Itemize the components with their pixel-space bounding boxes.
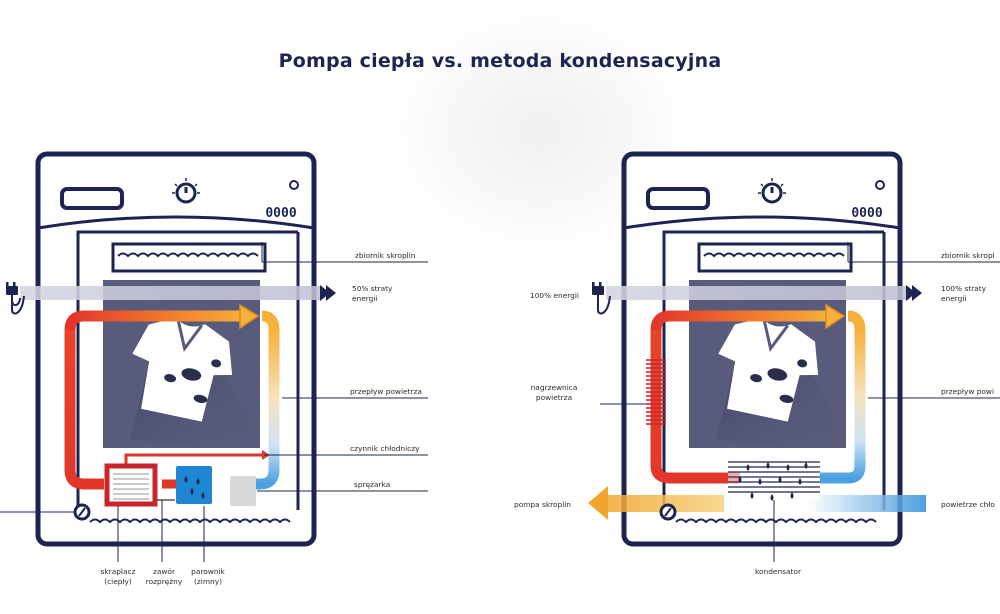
left-display: 0000 xyxy=(265,206,296,221)
right-plug-icon xyxy=(592,282,611,315)
right-cold-air-band xyxy=(808,495,926,512)
right-energy-band xyxy=(606,286,906,300)
left-label-airflow: przepływ powietrza xyxy=(350,387,422,396)
left-evaporator xyxy=(176,466,212,504)
left-label-condenser-2: (ciepły) xyxy=(104,577,132,586)
left-power-led xyxy=(289,180,299,190)
right-display: 0000 xyxy=(851,206,882,221)
left-condenser xyxy=(104,463,158,507)
right-dial-icon[interactable] xyxy=(758,178,786,204)
right-shirt-icon xyxy=(718,317,819,422)
right-pump-arrow xyxy=(606,495,724,512)
left-label-tank: zbiornik skroplin xyxy=(355,251,416,260)
left-label-evaporator-1: parownik xyxy=(191,567,225,576)
left-label-valve-1: zawór xyxy=(153,567,176,576)
right-label-tank: zbiornik skropl xyxy=(941,251,995,260)
left-dial-icon[interactable] xyxy=(172,178,200,204)
right-label-condenser: kondensator xyxy=(755,567,802,576)
left-label-energy-loss-1: 50% straty xyxy=(352,284,393,293)
left-label-refrigerant: czynnik chłodniczy xyxy=(350,444,420,453)
left-condensate-tank xyxy=(111,242,267,273)
left-label-valve-2: rozprężny xyxy=(146,577,183,586)
left-detergent-drawer[interactable] xyxy=(60,187,124,210)
right-label-energy-loss-1: 100% straty xyxy=(941,284,987,293)
right-power-led xyxy=(875,180,885,190)
right-condenser xyxy=(728,458,820,501)
right-label-energy-loss-2: energii xyxy=(941,294,967,303)
left-compressor xyxy=(230,476,256,506)
right-detergent-drawer[interactable] xyxy=(646,187,710,210)
left-label-compressor: sprężarka xyxy=(354,480,390,489)
right-label-pump: pompa skroplin xyxy=(514,500,571,509)
right-label-energy-in: 100% energii xyxy=(530,291,579,300)
right-condensate-tank xyxy=(697,242,853,273)
left-machine: 0000 xyxy=(0,151,428,586)
left-energy-band xyxy=(20,286,320,300)
right-label-cold-air: powietrze chło xyxy=(941,500,995,509)
right-label-heater-1: nagrzewnica xyxy=(531,383,578,392)
left-shirt-icon xyxy=(132,317,233,422)
right-label-airflow: przepływ powi xyxy=(941,387,994,396)
right-machine: 0000 xyxy=(514,151,1000,576)
page-title: Pompa ciepła vs. metoda kondensacyjna xyxy=(278,50,722,72)
left-label-evaporator-2: (zimny) xyxy=(194,577,222,586)
left-plug-icon xyxy=(6,282,25,315)
left-label-energy-loss-2: energii xyxy=(352,294,378,303)
left-label-condenser-1: skraplacz xyxy=(101,567,136,576)
right-heater-coil xyxy=(646,359,666,425)
right-label-heater-2: powietrza xyxy=(536,393,572,402)
